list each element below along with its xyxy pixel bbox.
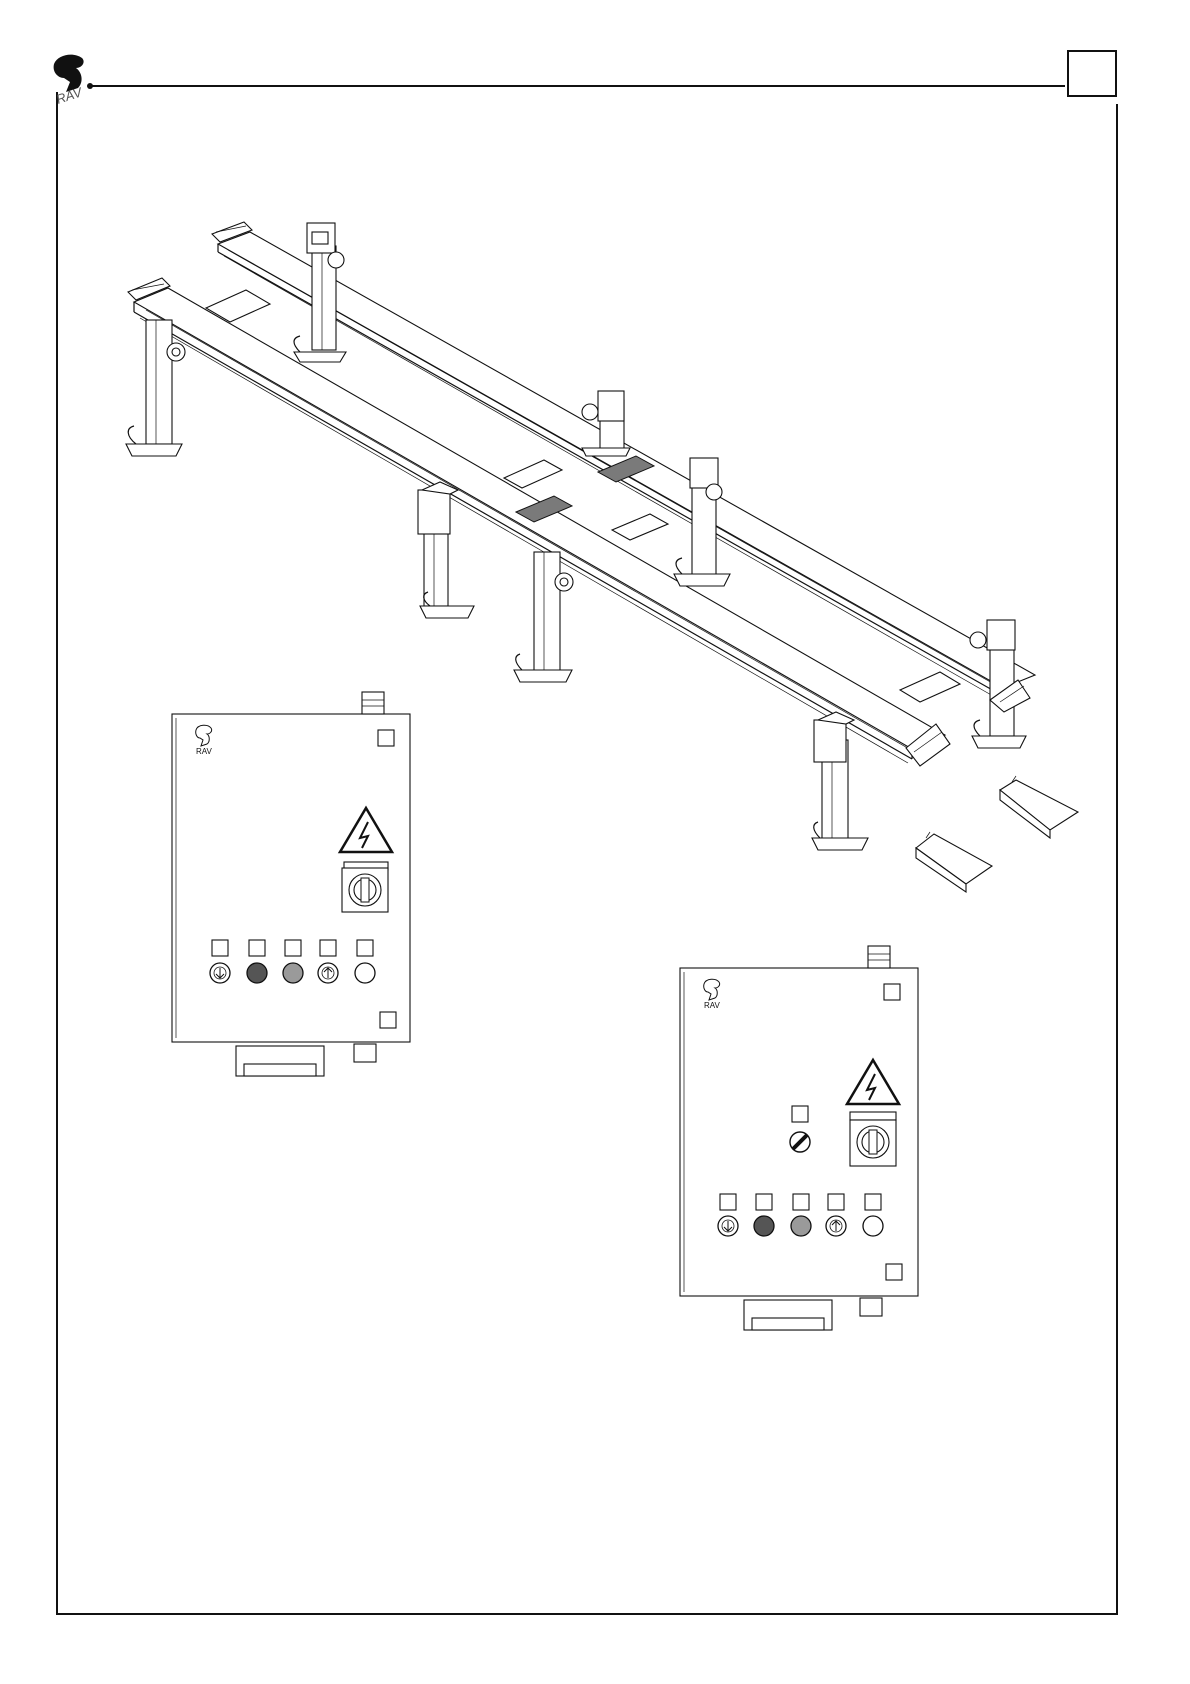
column-front-middle-2 — [514, 552, 573, 682]
arrow-up-icon[interactable] — [318, 963, 338, 983]
svg-text:RAV: RAV — [196, 747, 213, 756]
lamp-white-icon[interactable] — [863, 1216, 883, 1236]
svg-text:RAV: RAV — [54, 84, 85, 107]
label-box — [886, 1264, 902, 1280]
main-switch-icon[interactable] — [850, 1120, 896, 1166]
label-box — [792, 1106, 808, 1122]
arrow-up-icon[interactable] — [826, 1216, 846, 1236]
cable-gland-top — [362, 692, 384, 714]
label-box — [378, 730, 394, 746]
ravaglioli-logo: RAV — [54, 55, 93, 107]
column-front-left — [126, 320, 185, 456]
cable-gland-bottom — [860, 1298, 882, 1316]
key-selector-icon[interactable] — [790, 1132, 810, 1152]
cable-gland-top — [868, 946, 890, 968]
label-strip — [850, 1112, 896, 1120]
control-panel-b: RAV — [680, 946, 918, 1330]
lamp-dark-icon[interactable] — [247, 963, 267, 983]
lamp-grey-icon[interactable] — [283, 963, 303, 983]
label-box — [380, 1012, 396, 1028]
control-panel-a: RAV — [172, 692, 410, 1076]
ramp-loose-2 — [916, 832, 992, 892]
page-number-box — [1068, 51, 1116, 96]
arrow-down-icon[interactable] — [210, 963, 230, 983]
lamp-dark-icon[interactable] — [754, 1216, 774, 1236]
cable-gland-bottom — [354, 1044, 376, 1062]
ramp-loose-1 — [1000, 776, 1078, 838]
lamp-grey-icon[interactable] — [791, 1216, 811, 1236]
arrow-down-icon[interactable] — [718, 1216, 738, 1236]
label-box — [884, 984, 900, 1000]
svg-text:RAV: RAV — [704, 1001, 721, 1010]
column-front-right — [812, 712, 868, 850]
lamp-white-icon[interactable] — [355, 963, 375, 983]
main-switch-icon[interactable] — [342, 868, 388, 912]
